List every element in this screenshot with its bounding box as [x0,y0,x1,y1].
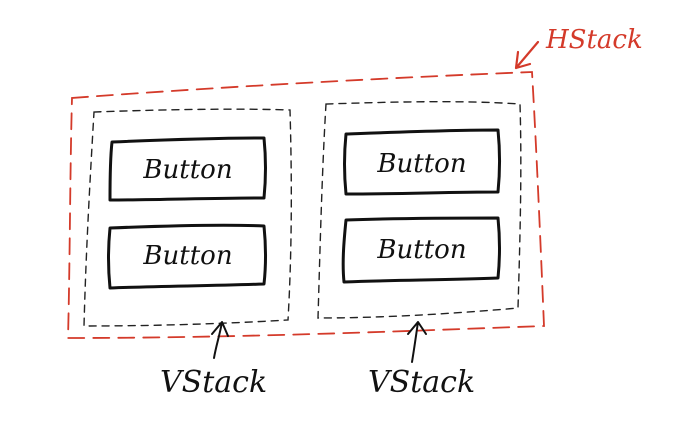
button-right-bottom-label: Button [376,235,466,265]
vstack-label-right: VStack [368,365,475,400]
button-right-top[interactable]: Button [343,128,501,196]
vstack-container-left [83,108,293,327]
button-left-bottom[interactable]: Button [107,223,267,290]
vstack-arrow-right [407,321,427,363]
hstack-label: HStack [545,25,643,55]
button-right-bottom[interactable]: Button [341,216,501,284]
vstack-arrow-left [211,321,229,359]
button-left-top[interactable]: Button [108,136,267,202]
hstack-container [67,71,545,339]
hstack-arrow [514,40,540,70]
button-right-top-label: Button [376,149,466,179]
vstack-container-right [317,100,522,319]
button-left-top-label: Button [142,155,232,185]
button-left-bottom-label: Button [142,241,232,271]
vstack-label-left: VStack [160,365,267,400]
